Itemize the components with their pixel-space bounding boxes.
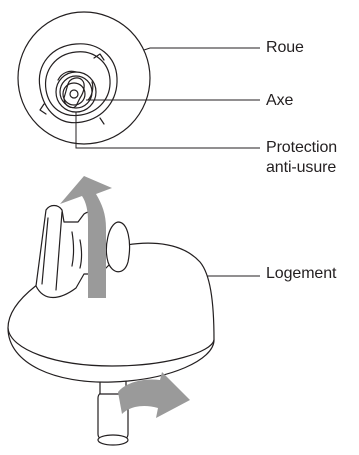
label-protection-line1: Protection <box>266 138 337 158</box>
label-protection-line2: anti-usure <box>266 158 337 178</box>
wheel-drawing <box>18 12 150 144</box>
housing-stem-end <box>98 435 128 445</box>
housing-drawing <box>8 206 214 446</box>
label-logement: Logement <box>266 264 336 284</box>
label-roue: Roue <box>266 38 304 58</box>
housing-opening <box>106 222 129 272</box>
label-axe: Axe <box>266 91 293 111</box>
leader-roue <box>144 48 260 50</box>
label-protection: Protection anti-usure <box>266 138 337 178</box>
